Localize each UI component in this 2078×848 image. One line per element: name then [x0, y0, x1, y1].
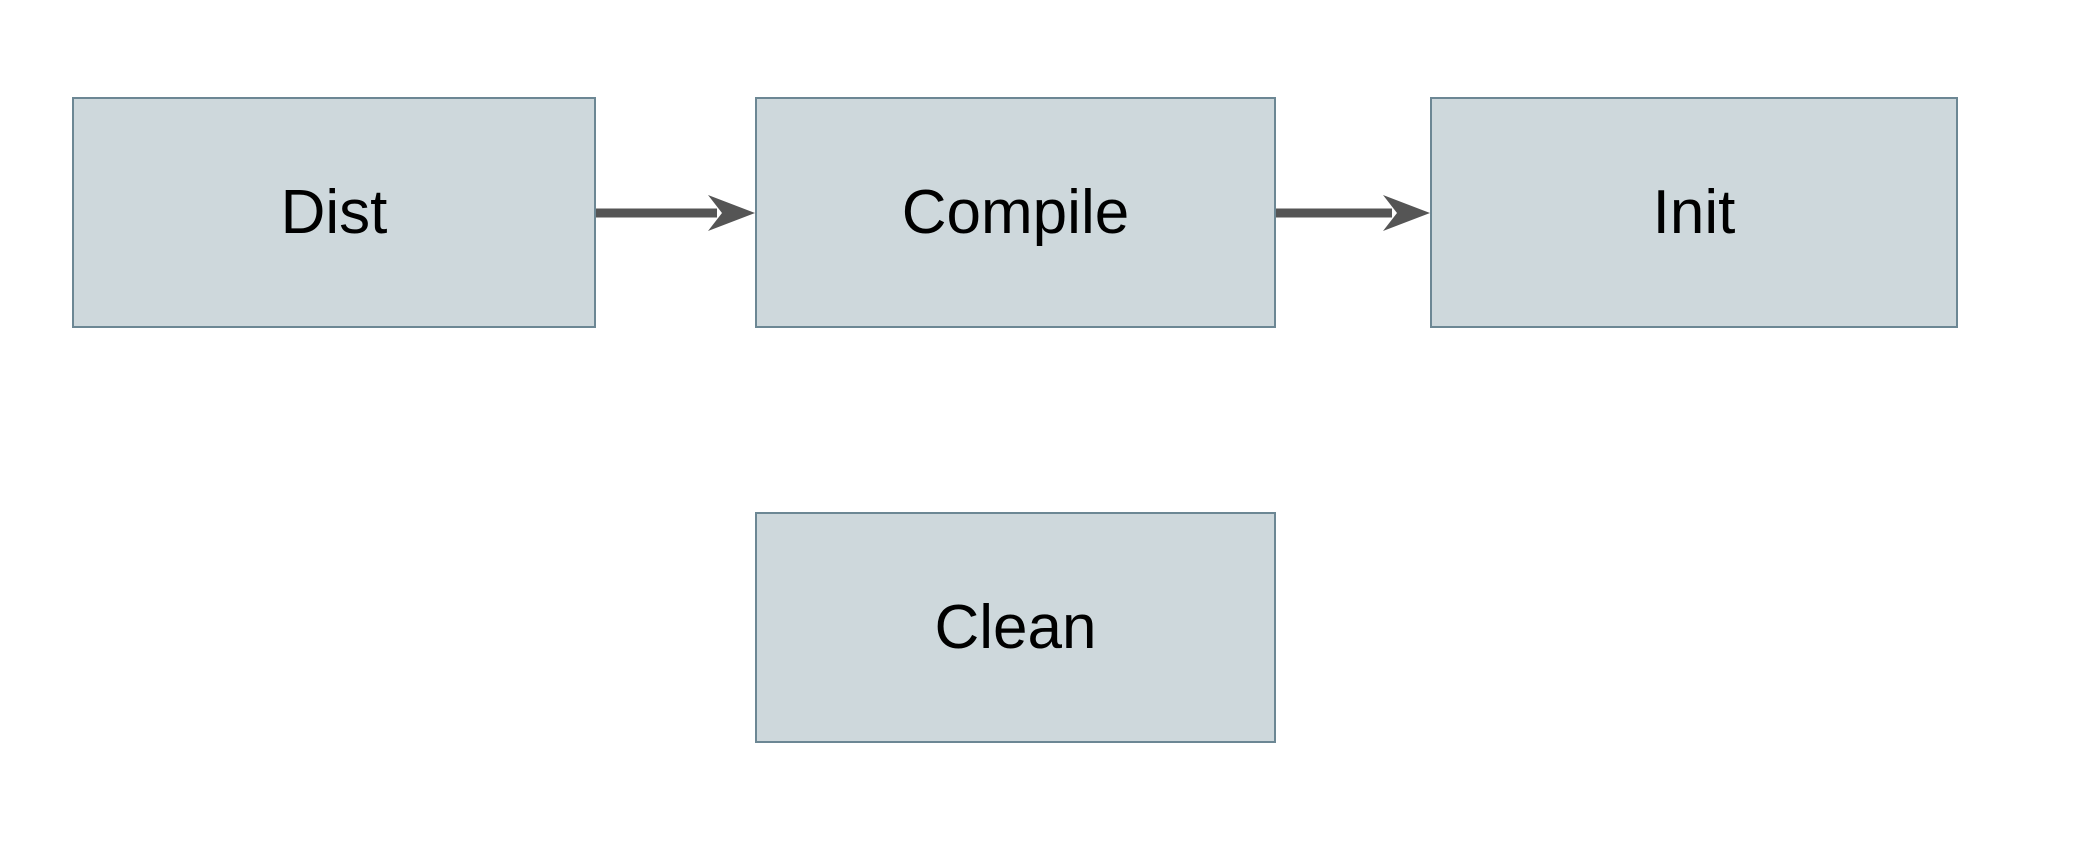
node-clean-label: Clean [934, 592, 1097, 662]
node-dist[interactable]: Dist [72, 97, 596, 328]
node-clean[interactable]: Clean [755, 512, 1276, 743]
node-init[interactable]: Init [1430, 97, 1958, 328]
node-dist-label: Dist [280, 177, 388, 247]
node-compile[interactable]: Compile [755, 97, 1276, 328]
edge-compile-to-init [1276, 195, 1430, 231]
node-init-label: Init [1652, 177, 1736, 247]
node-compile-label: Compile [901, 177, 1130, 247]
edge-dist-to-compile [596, 195, 755, 231]
